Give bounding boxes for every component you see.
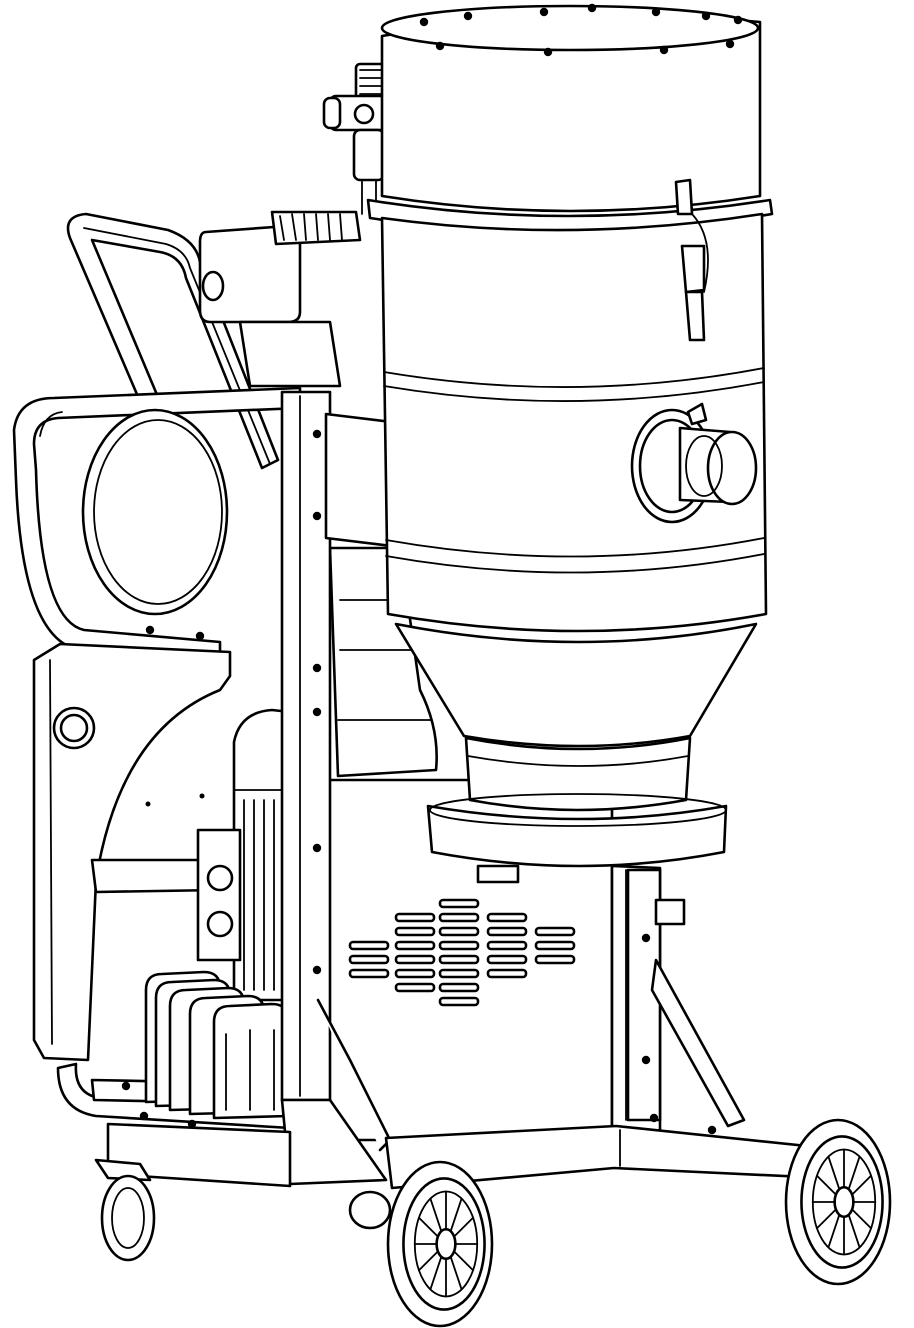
- bolt: [733, 15, 743, 25]
- vent-slot: [486, 968, 528, 979]
- vent-slot: [534, 940, 576, 951]
- wheel-spoke: [851, 1208, 872, 1230]
- wheel-spoke: [851, 1174, 872, 1196]
- bolt: [121, 1081, 131, 1091]
- bolt: [651, 7, 661, 17]
- side-tube-frame: [12, 386, 302, 664]
- vent-slot: [348, 954, 390, 965]
- bolt: [641, 933, 651, 943]
- main-mast: [280, 390, 392, 1186]
- push-handle: [66, 212, 280, 470]
- hose-inlet-port: [630, 402, 758, 524]
- wheel-spoke: [418, 1216, 439, 1238]
- bolt: [419, 17, 429, 27]
- bolt: [312, 707, 322, 717]
- hose-reel-disc: [81, 408, 229, 616]
- filter-drum-top: [380, 4, 762, 213]
- chassis-side-panel: [32, 642, 232, 1062]
- bolt: [312, 429, 322, 439]
- bolt: [659, 45, 669, 55]
- wheel-spoke: [847, 1213, 861, 1249]
- vent-slot: [486, 912, 528, 923]
- bolt: [187, 1119, 197, 1129]
- wheel-spoke: [453, 1250, 474, 1272]
- air-regulator-valve: [322, 62, 390, 215]
- wheel-spoke: [429, 1197, 443, 1233]
- vent-slot: [534, 926, 576, 937]
- vent-slot: [394, 968, 436, 979]
- vent-slot: [486, 926, 528, 937]
- bolt: [312, 511, 322, 521]
- bolt: [312, 843, 322, 853]
- bolt-set: [121, 3, 743, 1135]
- wheel-spoke: [827, 1155, 841, 1191]
- bolt: [701, 11, 711, 21]
- bolt: [463, 11, 473, 21]
- bolt: [145, 625, 155, 635]
- bolt: [539, 7, 549, 17]
- vent-slot: [438, 940, 480, 951]
- vent-slot: [438, 912, 480, 923]
- bolt: [707, 1125, 717, 1135]
- wheel-spoke: [847, 1155, 861, 1191]
- bolt: [312, 663, 322, 673]
- collection-bin: [426, 793, 728, 884]
- motor-housing: [198, 210, 362, 388]
- bolt: [312, 965, 322, 975]
- wheel-spoke: [827, 1213, 841, 1249]
- drum-latch: [674, 178, 709, 342]
- bolt: [587, 3, 597, 13]
- bolt: [543, 47, 553, 57]
- vent-slot: [438, 996, 480, 1007]
- vent-slot: [438, 926, 480, 937]
- wheel-spoke: [816, 1208, 837, 1230]
- wheel-spoke: [816, 1174, 837, 1196]
- vent-slot: [486, 954, 528, 965]
- bolt: [725, 39, 735, 49]
- bolt: [435, 41, 445, 51]
- vent-slot: [534, 954, 576, 965]
- wheel-hub: [435, 1227, 457, 1261]
- vent-slot: [394, 912, 436, 923]
- bolt: [139, 1111, 149, 1121]
- vent-slot: [394, 940, 436, 951]
- vent-slot: [394, 982, 436, 993]
- right-wheel: [784, 1118, 892, 1286]
- wheel-spoke: [418, 1250, 439, 1272]
- bolt: [641, 1055, 651, 1065]
- vent-slot: [394, 926, 436, 937]
- hopper-cone: [394, 622, 758, 812]
- switch-box: [196, 828, 242, 962]
- small-caster: [348, 1190, 392, 1230]
- vent-slot: [348, 940, 390, 951]
- wheel-hub: [833, 1185, 855, 1219]
- bag-cassette-stack: [144, 970, 290, 1120]
- right-leg-post: [626, 868, 746, 1128]
- ventilation-grille: [348, 898, 576, 1007]
- wheel-spoke: [449, 1255, 463, 1291]
- wheel-spoke: [449, 1197, 463, 1233]
- main-drum: [380, 212, 768, 633]
- vent-slot: [394, 954, 436, 965]
- rear-caster: [94, 1158, 156, 1262]
- bolt: [649, 1113, 659, 1123]
- vent-slot: [438, 968, 480, 979]
- front-wheel: [386, 1160, 494, 1328]
- wheel-spoke: [429, 1255, 443, 1291]
- bolt: [195, 631, 205, 641]
- vent-slot: [486, 940, 528, 951]
- vent-slot: [438, 982, 480, 993]
- vent-slot: [438, 898, 480, 909]
- base-frame: [106, 1122, 828, 1190]
- wheel-spoke: [453, 1216, 474, 1238]
- vent-slot: [348, 968, 390, 979]
- vent-slot: [438, 954, 480, 965]
